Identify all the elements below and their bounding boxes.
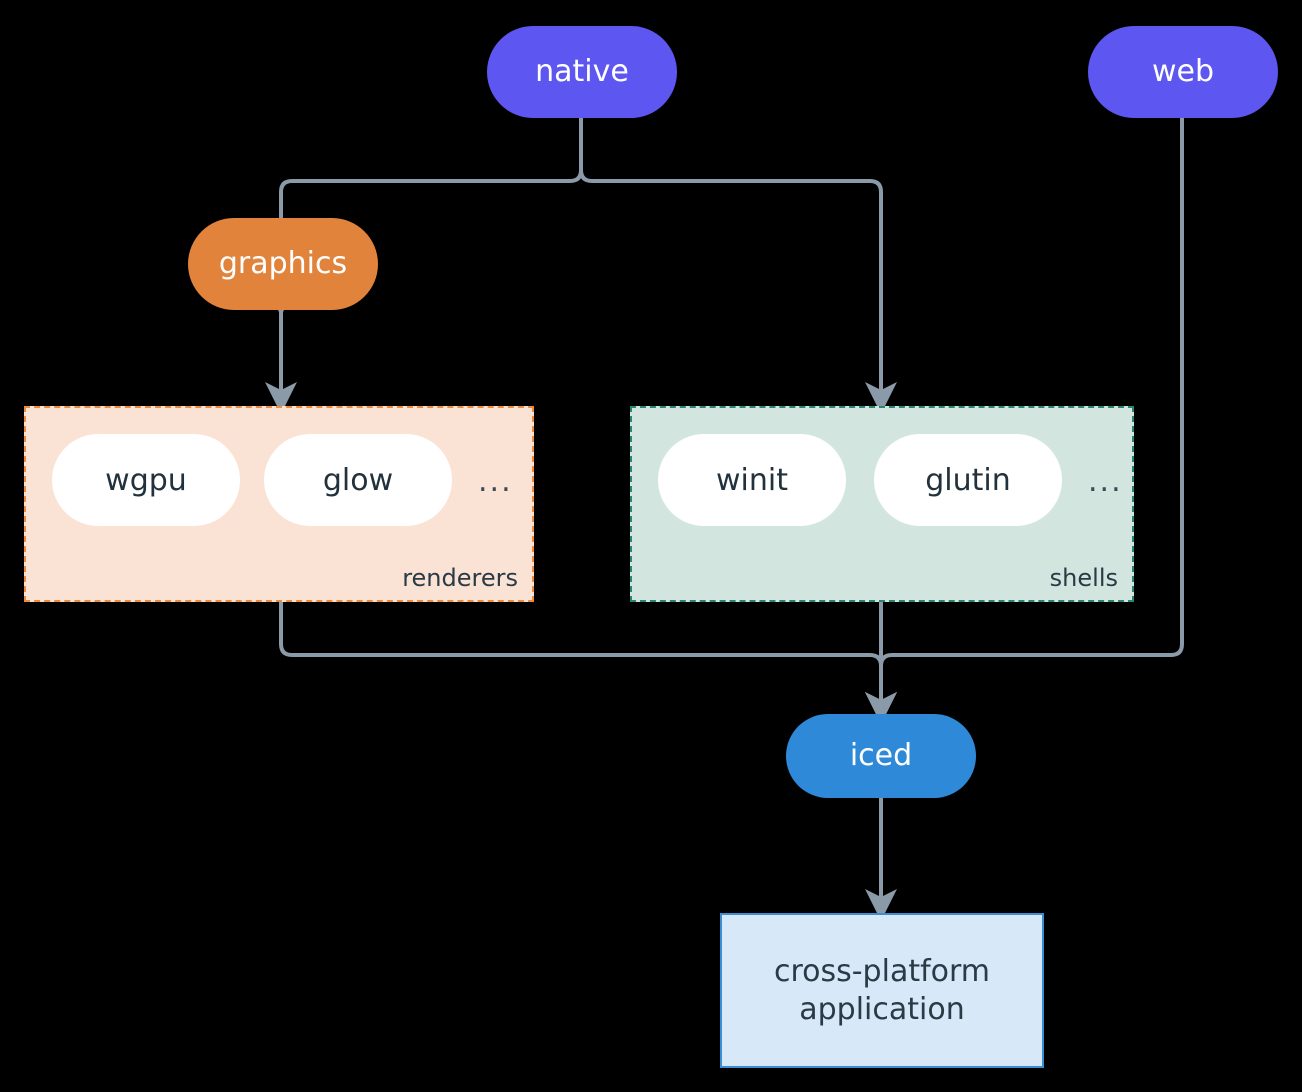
chip-glutin-label: glutin: [925, 462, 1011, 498]
group-renderers: wgpu glow ... renderers: [24, 406, 534, 602]
chip-glow-label: glow: [322, 462, 394, 498]
group-shells: winit glutin ... shells: [630, 406, 1134, 602]
node-graphics-label: graphics: [218, 246, 348, 282]
chip-wgpu-label: wgpu: [105, 462, 187, 498]
chip-wgpu[interactable]: wgpu: [52, 434, 240, 526]
node-web-label: web: [1151, 54, 1215, 90]
edge-renderers-to-iced: [279, 600, 897, 724]
node-graphics[interactable]: graphics: [188, 218, 378, 310]
shells-more-ellipsis: ...: [1088, 464, 1123, 499]
node-native-label: native: [535, 54, 629, 90]
application-label-line2: application: [799, 991, 965, 1027]
chip-winit-label: winit: [716, 462, 788, 498]
chip-glow[interactable]: glow: [264, 434, 452, 526]
application-label-line1: cross-platform: [773, 954, 991, 989]
group-renderers-label: renderers: [402, 564, 518, 592]
renderers-more-ellipsis: ...: [478, 464, 513, 499]
group-shells-label: shells: [1049, 564, 1118, 592]
chip-winit[interactable]: winit: [658, 434, 846, 526]
node-native[interactable]: native: [487, 26, 677, 118]
edge-native-to-shells: [579, 116, 897, 414]
node-iced-label: iced: [849, 738, 913, 774]
node-application[interactable]: cross-platform application: [720, 913, 1044, 1068]
node-web[interactable]: web: [1088, 26, 1278, 118]
node-iced[interactable]: iced: [786, 714, 976, 798]
chip-glutin[interactable]: glutin: [874, 434, 1062, 526]
